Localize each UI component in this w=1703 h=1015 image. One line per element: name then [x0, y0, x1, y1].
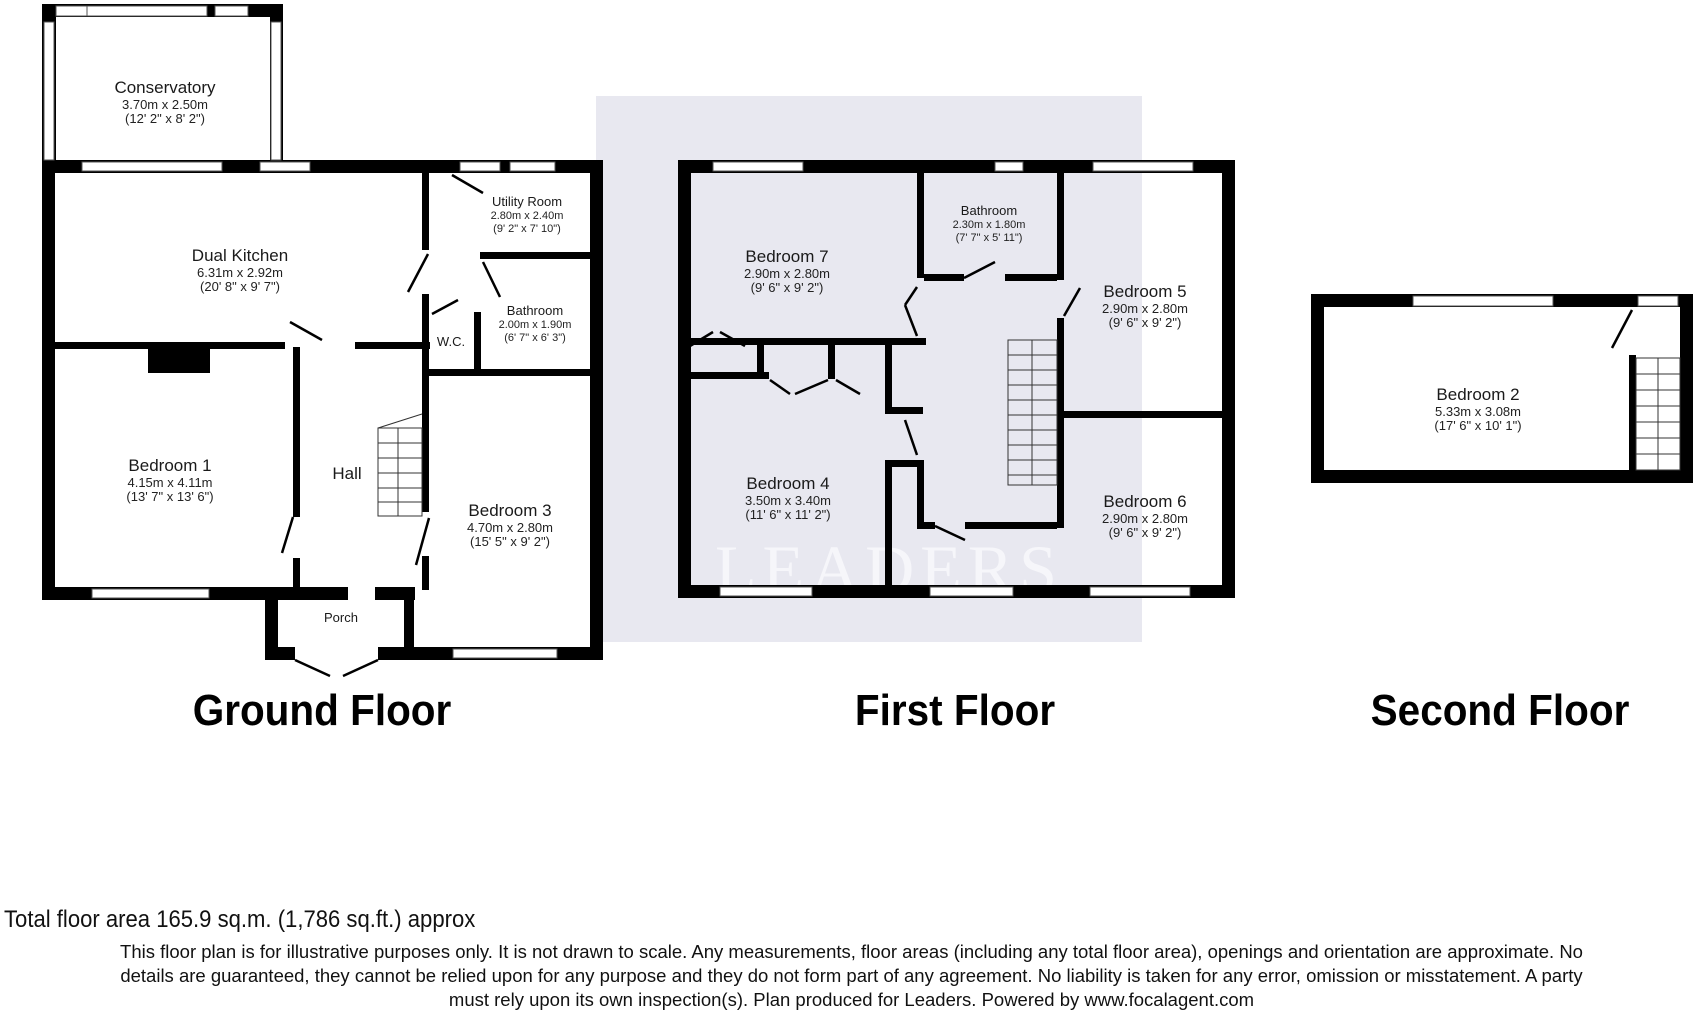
- room-hall: Hall: [332, 464, 361, 484]
- second-floor-doors: [1610, 309, 1634, 349]
- first-floor-doors: [689, 260, 1082, 542]
- room-metric: 2.00m x 1.90m: [498, 318, 572, 331]
- room-bedroom-5: Bedroom 5 2.90m x 2.80m (9' 6" x 9' 2"): [1102, 282, 1188, 331]
- room-bedroom-6: Bedroom 6 2.90m x 2.80m (9' 6" x 9' 2"): [1102, 492, 1188, 541]
- room-name: Bathroom: [960, 203, 1018, 218]
- room-imperial: (6' 7" x 6' 3"): [504, 331, 566, 344]
- disclaimer-line: details are guaranteed, they cannot be r…: [120, 965, 1583, 986]
- room-name: Dual Kitchen: [191, 246, 289, 265]
- room-imperial: (13' 7" x 13' 6"): [126, 489, 214, 505]
- room-name: Bedroom 1: [128, 456, 212, 475]
- room-imperial: (17' 6" x 10' 1"): [1434, 418, 1522, 434]
- room-imperial: (12' 2" x 8' 2"): [125, 111, 205, 127]
- ground-floor-doors: [280, 173, 502, 678]
- first-floor-windows: [712, 161, 1194, 597]
- room-wc: W.C.: [436, 334, 466, 350]
- room-ground-bathroom: Bathroom 2.00m x 1.90m (6' 7" x 6' 3"): [498, 303, 572, 344]
- room-imperial: (9' 6" x 9' 2"): [1108, 525, 1182, 541]
- room-name: Bedroom 2: [1436, 385, 1520, 404]
- room-bedroom-4: Bedroom 4 3.50m x 3.40m (11' 6" x 11' 2"…: [745, 474, 831, 523]
- room-name: Utility Room: [491, 194, 563, 209]
- disclaimer-line: must rely upon its own inspection(s). Pl…: [448, 989, 1255, 1010]
- ground-floor-windows: [43, 5, 558, 659]
- room-name: W.C.: [436, 334, 466, 349]
- room-name: Conservatory: [114, 78, 216, 97]
- room-metric: 4.70m x 2.80m: [467, 519, 553, 535]
- room-imperial: (9' 6" x 9' 2"): [750, 280, 824, 296]
- room-name: Bedroom 3: [468, 501, 552, 520]
- second-floor-windows: [1412, 295, 1679, 307]
- room-name: Bedroom 7: [745, 247, 829, 266]
- room-metric: 2.90m x 2.80m: [744, 265, 830, 281]
- room-first-bathroom: Bathroom 2.30m x 1.80m (7' 7" x 5' 11"): [952, 203, 1026, 244]
- room-metric: 5.33m x 3.08m: [1435, 403, 1521, 419]
- room-metric: 4.15m x 4.11m: [127, 474, 213, 490]
- room-imperial: (15' 5" x 9' 2"): [470, 534, 550, 550]
- room-metric: 6.31m x 2.92m: [196, 264, 283, 280]
- total-floor-area: Total floor area 165.9 sq.m. (1,786 sq.f…: [4, 906, 476, 933]
- room-imperial: (9' 2" x 7' 10"): [493, 222, 561, 235]
- room-imperial: (11' 6" x 11' 2"): [745, 507, 831, 523]
- ground-floor-stairs: [377, 413, 423, 517]
- disclaimer-line: This floor plan is for illustrative purp…: [120, 941, 1583, 962]
- ground-floor-title: Ground Floor: [192, 686, 452, 735]
- second-floor-stairs: [1635, 357, 1681, 471]
- disclaimer: This floor plan is for illustrative purp…: [0, 940, 1703, 1012]
- room-metric: 3.70m x 2.50m: [121, 96, 208, 112]
- room-utility: Utility Room 2.80m x 2.40m (9' 2" x 7' 1…: [490, 194, 564, 235]
- room-bedroom-7: Bedroom 7 2.90m x 2.80m (9' 6" x 9' 2"): [744, 247, 830, 296]
- room-dual-kitchen: Dual Kitchen 6.31m x 2.92m (20' 8" x 9' …: [192, 246, 288, 295]
- room-name: Bathroom: [506, 303, 564, 318]
- room-name: Bedroom 6: [1103, 492, 1187, 511]
- room-metric: 2.90m x 2.80m: [1102, 510, 1188, 526]
- room-imperial: (20' 8" x 9' 7"): [200, 279, 280, 295]
- room-metric: 2.90m x 2.80m: [1102, 300, 1188, 316]
- room-name: Bedroom 4: [746, 474, 830, 493]
- first-floor-title: First Floor: [854, 686, 1056, 735]
- first-floor-stairs: [1007, 339, 1058, 486]
- room-imperial: (7' 7" x 5' 11"): [955, 231, 1023, 244]
- room-porch: Porch: [324, 610, 358, 626]
- second-floor-title: Second Floor: [1370, 686, 1630, 735]
- room-name: Porch: [324, 610, 358, 625]
- room-bedroom-2: Bedroom 2 5.33m x 3.08m (17' 6" x 10' 1"…: [1434, 385, 1521, 434]
- room-name: Hall: [332, 464, 362, 483]
- room-metric: 3.50m x 3.40m: [745, 492, 831, 508]
- room-name: Bedroom 5: [1103, 282, 1187, 301]
- room-bedroom-1: Bedroom 1 4.15m x 4.11m (13' 7" x 13' 6"…: [126, 456, 213, 505]
- room-imperial: (9' 6" x 9' 2"): [1108, 315, 1182, 331]
- room-bedroom-3: Bedroom 3 4.70m x 2.80m (15' 5" x 9' 2"): [467, 501, 553, 550]
- room-conservatory: Conservatory 3.70m x 2.50m (12' 2" x 8' …: [114, 78, 215, 127]
- room-metric: 2.80m x 2.40m: [490, 209, 564, 222]
- room-metric: 2.30m x 1.80m: [952, 218, 1026, 231]
